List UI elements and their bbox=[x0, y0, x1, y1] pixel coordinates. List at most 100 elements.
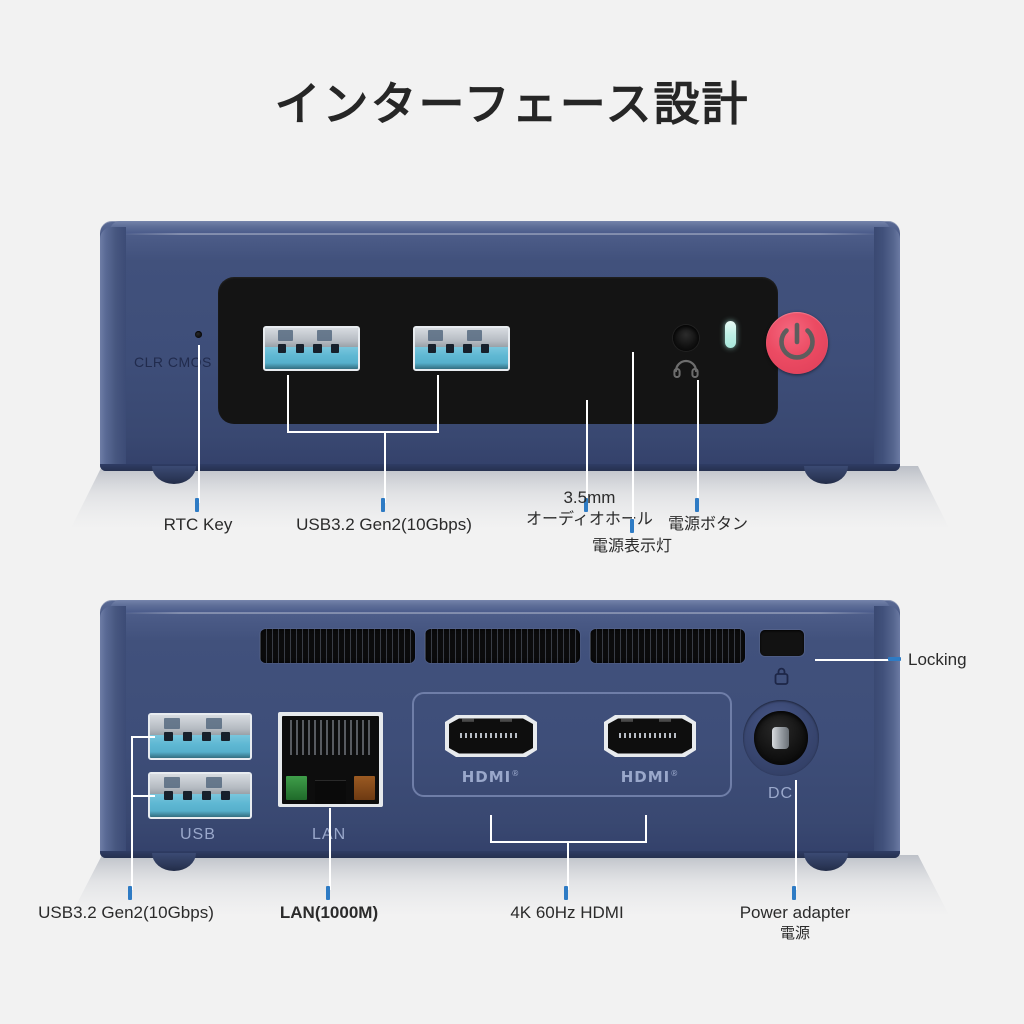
callout-power-led: 電源表示灯 bbox=[591, 536, 673, 555]
leader-power-button bbox=[697, 380, 699, 503]
rear-panel-device: USB LAN bbox=[100, 600, 900, 871]
tick-audio-jack bbox=[584, 498, 588, 512]
headphone-icon bbox=[673, 359, 699, 378]
vent-slot-1 bbox=[260, 629, 415, 663]
hdmi-label-1-text: HDMI bbox=[461, 768, 512, 786]
rear-lid bbox=[109, 600, 891, 613]
usb-inner-shadow bbox=[150, 810, 250, 817]
callout-usb-front: USB3.2 Gen2(10Gbps) bbox=[296, 515, 472, 534]
leader-usb-stem bbox=[384, 431, 386, 503]
audio-jack-port[interactable] bbox=[673, 325, 699, 351]
tick-rtc-key bbox=[195, 498, 199, 512]
usb-tab bbox=[164, 776, 180, 788]
usb-pin bbox=[481, 344, 490, 353]
power-button[interactable] bbox=[766, 312, 828, 374]
usb-port-rear-1[interactable] bbox=[148, 713, 252, 760]
tick-lan bbox=[326, 886, 330, 900]
dc-silk-label: DC bbox=[768, 785, 794, 802]
front-foot-right bbox=[804, 466, 848, 484]
usb-pin bbox=[202, 732, 211, 741]
callout-usb-rear: USB3.2 Gen2(10Gbps) bbox=[38, 903, 214, 922]
lan-notch bbox=[314, 780, 346, 804]
hdmi-port-2-shape bbox=[604, 715, 696, 757]
callout-power-button: 電源ボタン bbox=[667, 514, 749, 533]
callout-lan: LAN(1000M) bbox=[279, 903, 379, 922]
usb-silk-label: USB bbox=[180, 826, 216, 843]
dc-jack-pin bbox=[772, 727, 790, 749]
usb-pin bbox=[295, 344, 305, 353]
leader-hdmi-left bbox=[490, 815, 492, 843]
callout-audio-jack-line1: 3.5mm bbox=[563, 488, 616, 507]
usb-pin bbox=[221, 791, 230, 800]
dc-power-jack[interactable] bbox=[743, 700, 819, 776]
vent-slot-2 bbox=[425, 629, 580, 663]
usb-tab bbox=[206, 717, 222, 729]
callout-power-adapter-line2: 電源 bbox=[779, 924, 811, 943]
usb-pin bbox=[183, 732, 192, 741]
hdmi-label-2-mark: ® bbox=[670, 769, 680, 778]
usb-tab bbox=[278, 330, 293, 342]
hdmi-label-2: HDMI® bbox=[597, 768, 703, 786]
usb-pin bbox=[202, 791, 211, 800]
usb-tab bbox=[428, 330, 443, 342]
usb-pin bbox=[164, 732, 173, 741]
hdmi-port-1-shape bbox=[445, 715, 537, 757]
tick-usb-front bbox=[381, 498, 385, 512]
rear-foot-right bbox=[804, 853, 848, 871]
callout-locking: Locking bbox=[908, 650, 967, 669]
lan-port[interactable] bbox=[278, 712, 383, 807]
callout-power-adapter: Power adapter 電源 bbox=[740, 902, 851, 944]
usb-pin bbox=[313, 344, 322, 353]
vent-slats bbox=[425, 629, 580, 663]
front-lid-seam bbox=[120, 233, 880, 235]
tick-usb-rear bbox=[128, 886, 132, 900]
power-icon bbox=[779, 322, 815, 360]
front-right-edge bbox=[874, 227, 900, 471]
dc-jack-interior bbox=[754, 711, 808, 765]
power-indicator-led bbox=[725, 321, 736, 348]
front-device-shadow bbox=[70, 466, 950, 530]
usb-port-rear-2[interactable] bbox=[148, 772, 252, 819]
rear-lid-seam bbox=[120, 612, 880, 614]
lan-silk-label: LAN bbox=[312, 826, 346, 844]
usb-inner-shadow bbox=[150, 751, 250, 758]
kensington-lock-slot[interactable] bbox=[760, 630, 804, 656]
usb-tab bbox=[467, 330, 482, 342]
lan-activity-led-orange bbox=[353, 775, 376, 801]
usb-pin bbox=[183, 791, 192, 800]
usb-tab bbox=[164, 717, 180, 729]
front-left-edge bbox=[100, 227, 126, 471]
leader-lan bbox=[329, 808, 331, 890]
front-foot-left bbox=[152, 466, 196, 484]
clr-cmos-pinhole bbox=[195, 331, 202, 338]
usb-pin bbox=[331, 344, 340, 353]
lan-pins bbox=[289, 719, 372, 755]
hdmi-port-1[interactable] bbox=[438, 712, 544, 760]
lock-icon bbox=[774, 667, 789, 685]
leader-power-led bbox=[632, 352, 634, 524]
leader-usb-right bbox=[437, 375, 439, 433]
clr-cmos-label: CLR CMOS bbox=[134, 354, 212, 370]
lan-port-interior bbox=[282, 716, 379, 804]
vent-slot-3 bbox=[590, 629, 745, 663]
leader-rtc-key bbox=[198, 345, 200, 503]
usb-port-front-2[interactable] bbox=[413, 326, 510, 371]
leader-locking bbox=[815, 659, 890, 661]
front-panel-device: CLR CMOS bbox=[100, 221, 900, 484]
callout-audio-jack: 3.5mm オーディオホール bbox=[526, 487, 653, 530]
rear-left-edge bbox=[100, 606, 126, 858]
leader-hdmi-right bbox=[645, 815, 647, 843]
tick-power-adapter bbox=[792, 886, 796, 900]
leader-usb-bracket bbox=[287, 431, 439, 433]
usb-pin bbox=[445, 344, 455, 353]
front-io-plate bbox=[218, 277, 828, 424]
leader-audio-jack bbox=[586, 400, 588, 503]
front-lid bbox=[109, 221, 891, 234]
callout-rtc-key: RTC Key bbox=[163, 515, 233, 534]
hdmi-port-group bbox=[412, 692, 732, 797]
leader-usb-left bbox=[287, 375, 289, 433]
lan-link-led-green bbox=[285, 775, 308, 801]
usb-port-front-1[interactable] bbox=[263, 326, 360, 371]
hdmi-port-2[interactable] bbox=[597, 712, 703, 760]
usb-pin bbox=[428, 344, 437, 353]
